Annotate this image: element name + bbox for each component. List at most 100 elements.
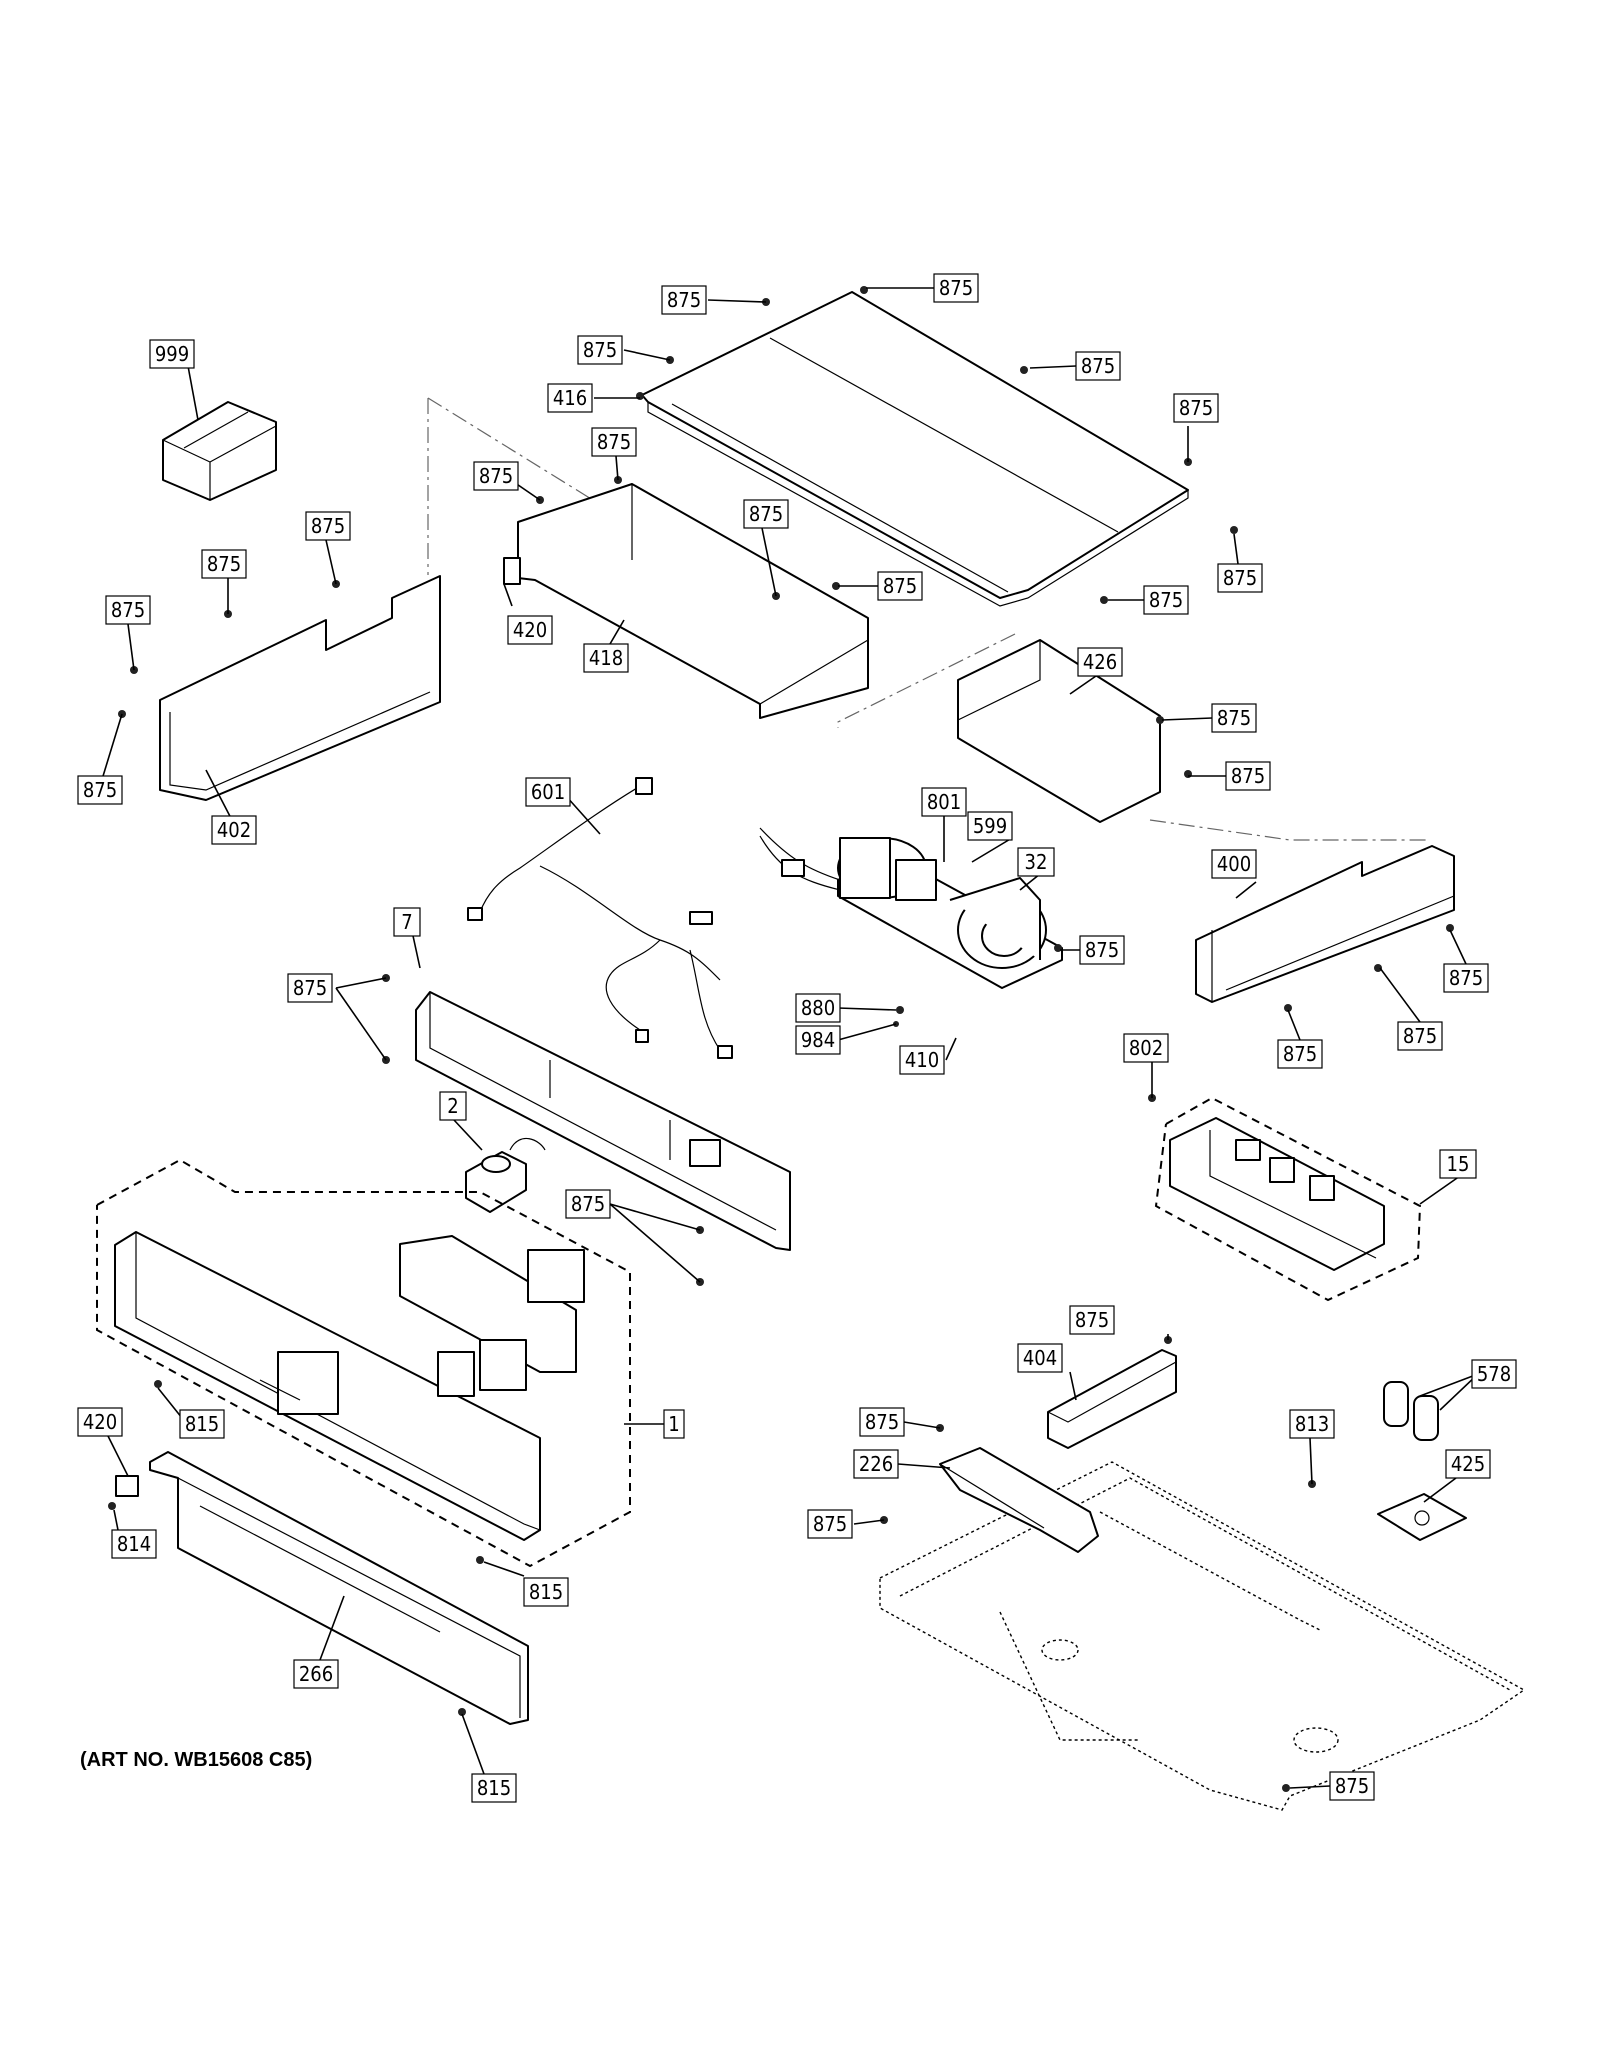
callout-266: 266	[293, 1659, 339, 1689]
svg-text:875: 875	[1335, 1774, 1369, 1798]
alignment-lines	[427, 397, 1428, 841]
svg-text:813: 813	[1295, 1412, 1329, 1436]
callout-875-h: 875	[743, 499, 789, 529]
svg-text:875: 875	[597, 430, 631, 454]
callout-601: 601	[525, 777, 571, 807]
callout-226: 226	[853, 1449, 899, 1479]
callout-875-o: 875	[1211, 703, 1257, 733]
side-panel-402	[159, 575, 441, 801]
clip-420-lower	[115, 1475, 139, 1497]
svg-text:815: 815	[185, 1412, 219, 1436]
svg-text:875: 875	[1283, 1042, 1317, 1066]
wire-harness-601	[467, 777, 733, 1059]
callout-875-z: 875	[807, 1509, 853, 1539]
svg-text:875: 875	[667, 288, 701, 312]
svg-text:410: 410	[905, 1048, 939, 1072]
callout-402: 402	[211, 815, 257, 845]
side-panel-400	[1195, 845, 1455, 1003]
callout-875-d: 875	[1075, 351, 1121, 381]
callout-875-n: 875	[105, 595, 151, 625]
svg-text:875: 875	[813, 1512, 847, 1536]
svg-text:416: 416	[553, 386, 587, 410]
svg-text:15: 15	[1447, 1152, 1470, 1176]
callout-802: 802	[1123, 1033, 1169, 1063]
screws	[108, 286, 1454, 1792]
callout-875-t: 875	[1443, 963, 1489, 993]
callout-814: 814	[111, 1529, 157, 1559]
speaker-2	[465, 1137, 546, 1213]
callout-984: 984	[795, 1025, 841, 1055]
svg-text:266: 266	[299, 1662, 333, 1686]
svg-text:875: 875	[311, 514, 345, 538]
callout-416: 416	[547, 383, 593, 413]
svg-text:875: 875	[83, 778, 117, 802]
callout-32: 32	[1017, 847, 1055, 877]
callout-875-u: 875	[1397, 1021, 1443, 1051]
svg-text:875: 875	[1085, 938, 1119, 962]
svg-text:815: 815	[477, 1776, 511, 1800]
callout-875-e: 875	[1173, 393, 1219, 423]
callout-875-c: 875	[577, 335, 623, 365]
svg-text:814: 814	[117, 1532, 151, 1556]
svg-text:875: 875	[1149, 588, 1183, 612]
callout-420-upper: 420	[507, 615, 553, 645]
svg-text:400: 400	[1217, 852, 1251, 876]
callout-875-b: 875	[933, 273, 979, 303]
callout-2: 2	[439, 1091, 467, 1121]
capacitors-578	[1383, 1381, 1439, 1441]
callout-599: 599	[967, 811, 1013, 841]
svg-text:7: 7	[401, 910, 412, 934]
svg-text:875: 875	[1217, 706, 1251, 730]
callout-875-k: 875	[201, 549, 247, 579]
top-cover-416	[641, 291, 1189, 607]
svg-text:875: 875	[883, 574, 917, 598]
svg-text:875: 875	[1449, 966, 1483, 990]
svg-text:32: 32	[1025, 850, 1048, 874]
callout-813: 813	[1289, 1409, 1335, 1439]
svg-text:2: 2	[447, 1094, 458, 1118]
svg-text:815: 815	[529, 1580, 563, 1604]
callout-875-a: 875	[661, 285, 707, 315]
callout-875-q: 875	[77, 775, 123, 805]
callout-7: 7	[393, 907, 421, 937]
base-pan	[879, 1461, 1526, 1811]
svg-text:875: 875	[583, 338, 617, 362]
callout-875-p: 875	[1225, 761, 1271, 791]
svg-text:875: 875	[749, 502, 783, 526]
callout-875-v: 875	[1277, 1039, 1323, 1069]
leader-lines	[99, 287, 1479, 1789]
callout-875-j: 875	[1217, 563, 1263, 593]
svg-text:875: 875	[1403, 1024, 1437, 1048]
svg-text:1: 1	[668, 1412, 679, 1436]
trim-266	[149, 1451, 529, 1725]
callout-875-f: 875	[591, 427, 637, 457]
control-frame-7	[415, 991, 791, 1251]
bracket-404	[1047, 1349, 1177, 1449]
callout-875-i: 875	[305, 511, 351, 541]
svg-text:875: 875	[293, 976, 327, 1000]
callout-875-g: 875	[473, 461, 519, 491]
callout-875-w: 875	[565, 1189, 611, 1219]
callout-875-s: 875	[287, 973, 333, 1003]
control-assembly-1	[96, 1158, 631, 1568]
svg-text:875: 875	[1081, 354, 1115, 378]
callout-425: 425	[1445, 1449, 1491, 1479]
svg-text:875: 875	[207, 552, 241, 576]
callout-410: 410	[899, 1045, 945, 1075]
svg-text:801: 801	[927, 790, 961, 814]
svg-text:875: 875	[939, 276, 973, 300]
blower-assembly	[759, 827, 1063, 989]
callout-999: 999	[149, 339, 195, 369]
callout-875-y: 875	[859, 1407, 905, 1437]
callout-420-lower: 420	[77, 1407, 123, 1437]
callout-880: 880	[795, 993, 841, 1023]
control-board-15	[1154, 1096, 1422, 1302]
svg-text:875: 875	[1231, 764, 1265, 788]
duct-226	[939, 1447, 1099, 1553]
svg-text:875: 875	[1223, 566, 1257, 590]
callout-1: 1	[663, 1409, 685, 1439]
callout-801: 801	[921, 787, 967, 817]
svg-text:875: 875	[865, 1410, 899, 1434]
svg-text:880: 880	[801, 996, 835, 1020]
svg-text:875: 875	[479, 464, 513, 488]
